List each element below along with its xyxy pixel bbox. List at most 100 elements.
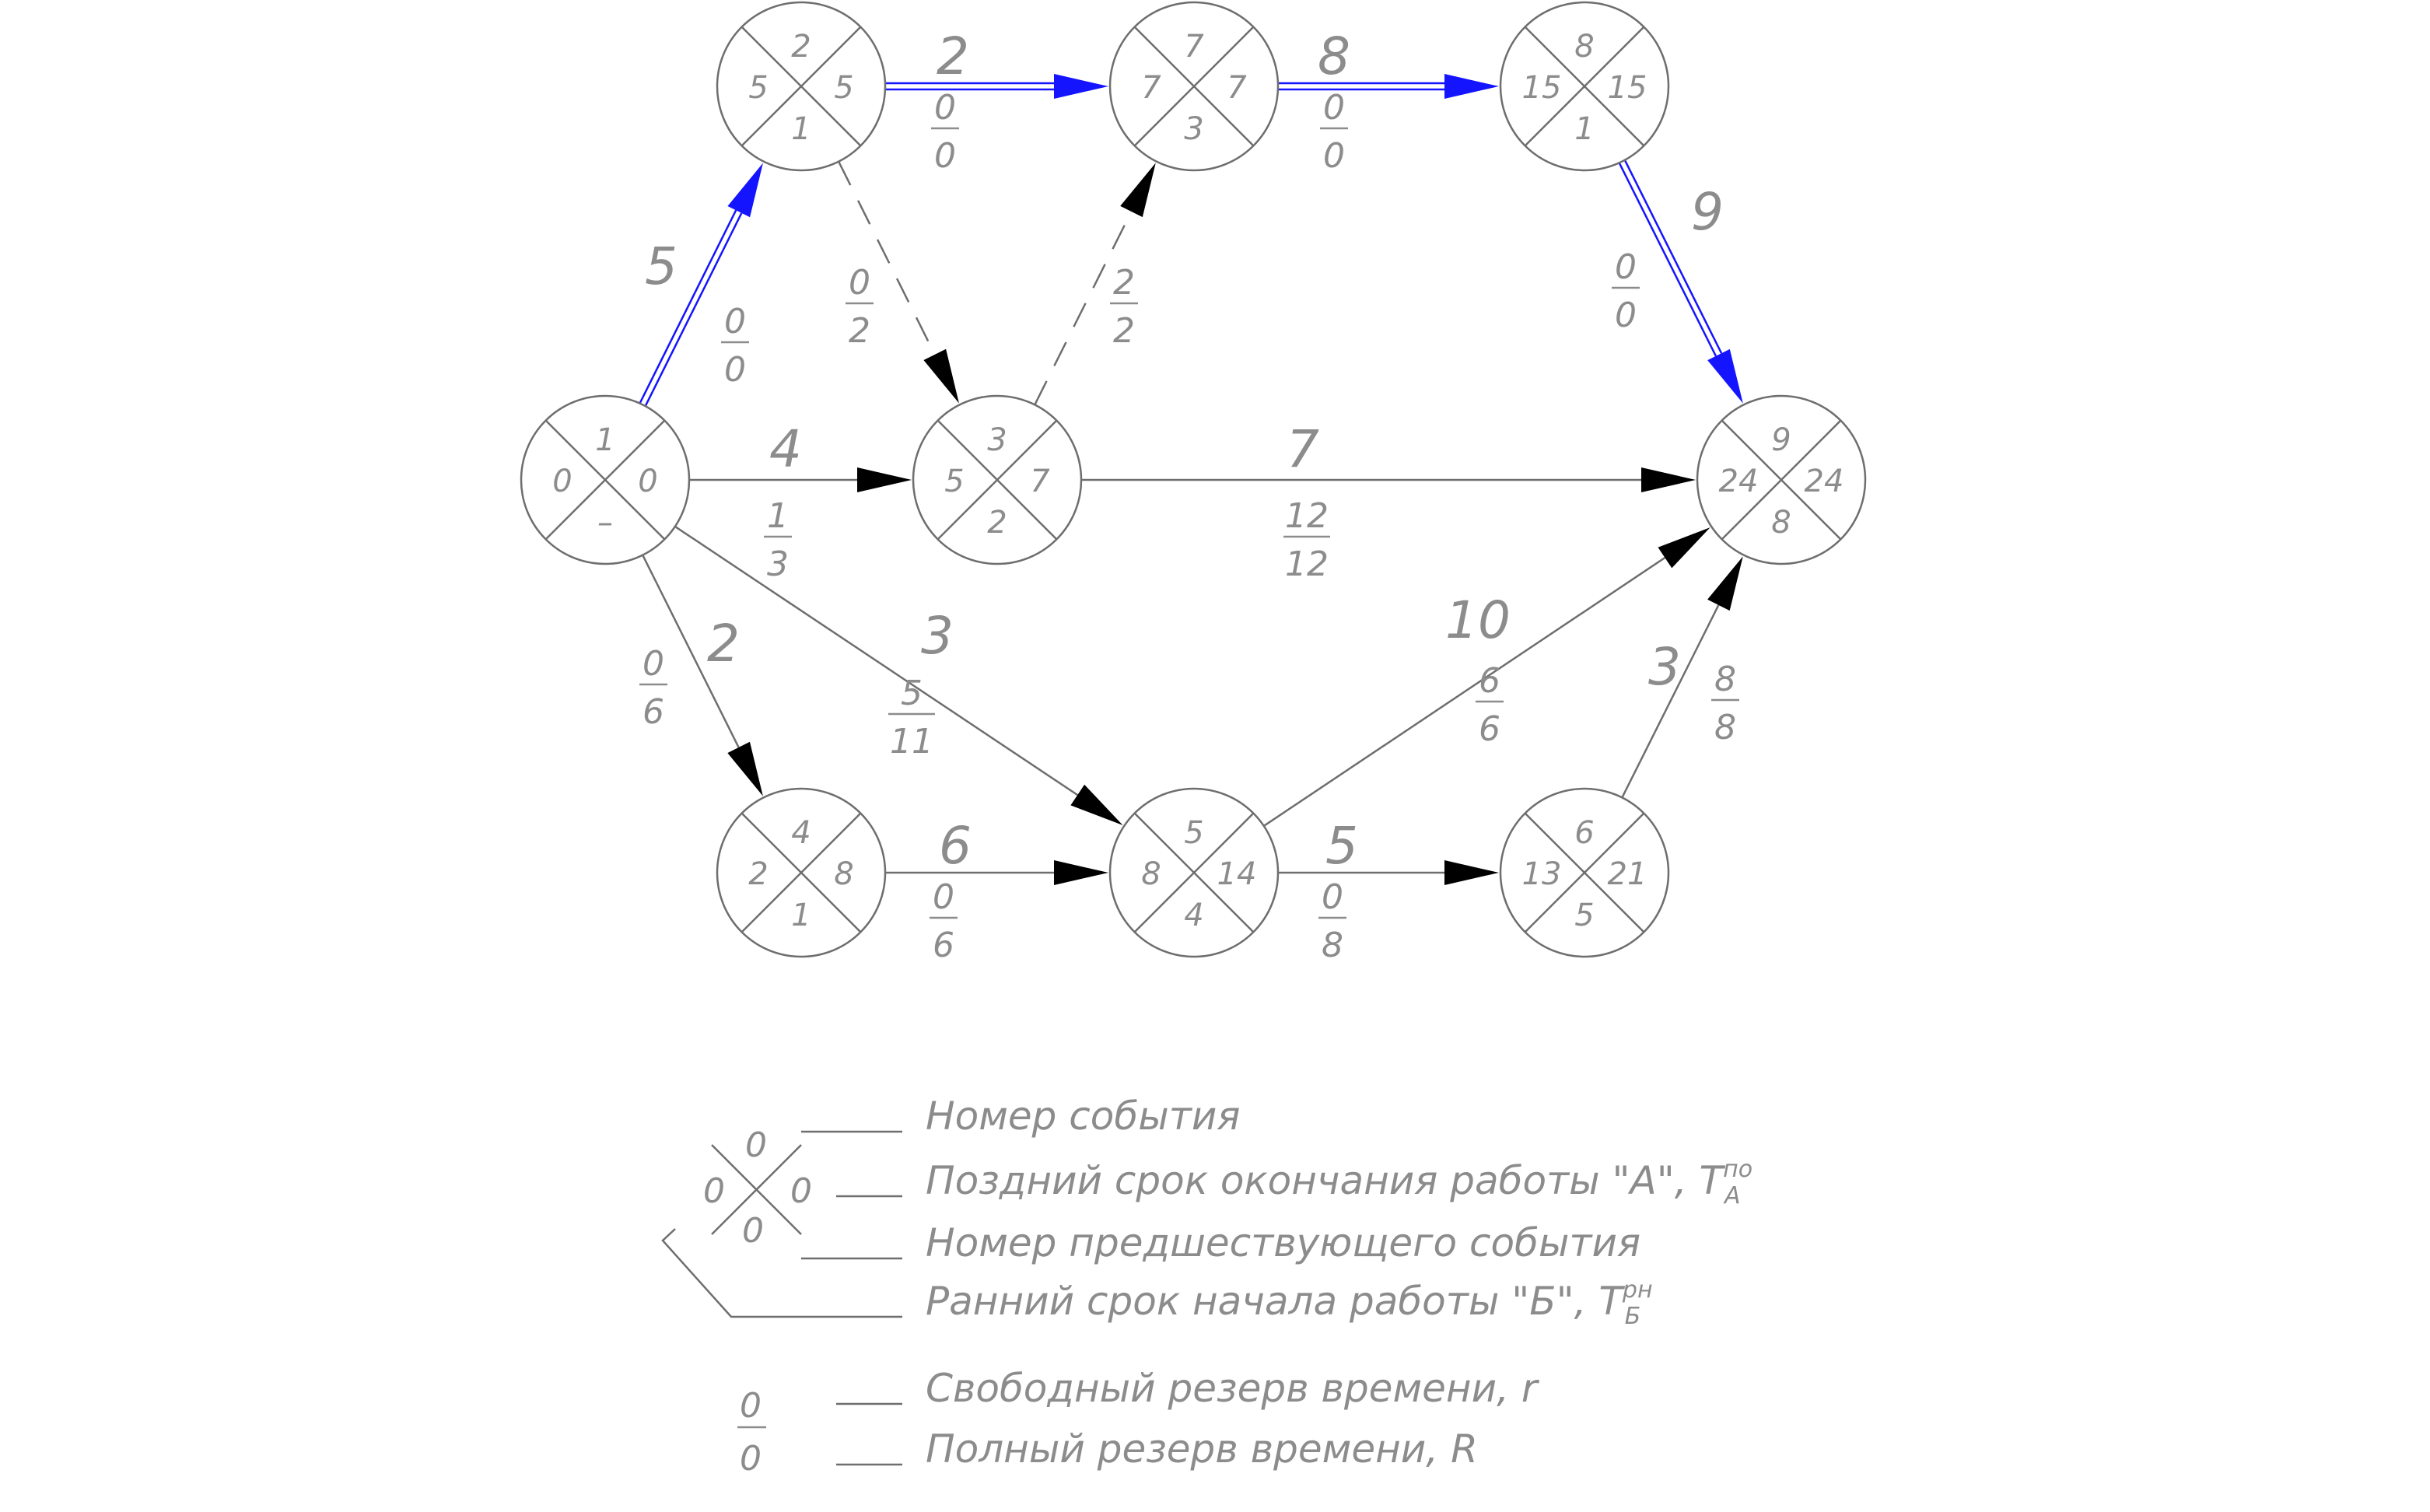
early-start: 21 <box>1608 856 1647 892</box>
total-reserve: 6 <box>1479 709 1500 749</box>
arrow-labels-layer: 5004132063511200022271212800900606508106… <box>639 26 1739 965</box>
total-reserve: 2 <box>1113 311 1135 351</box>
arrow-shaft <box>1621 604 1720 799</box>
arrow-head <box>857 467 912 492</box>
free-reserve: 0 <box>849 263 870 303</box>
arrow-head <box>1707 556 1743 611</box>
free-reserve: 8 <box>1714 660 1736 699</box>
late-finish: 13 <box>1522 856 1562 892</box>
free-reserve: 2 <box>1113 263 1135 303</box>
arrow-label-2-3: 02 <box>846 263 874 351</box>
legend-total-reserve: Полный резерв времени, R <box>926 1426 1478 1472</box>
arrow-head <box>727 741 763 796</box>
event-number: 4 <box>791 815 811 851</box>
event-cross-line <box>741 812 862 933</box>
legend-node-left: 0 <box>703 1171 725 1211</box>
arrow-label-7-8: 800 <box>1318 26 1350 176</box>
late-finish: 7 <box>1141 70 1161 106</box>
total-reserve: 3 <box>767 544 789 584</box>
legend-free-reserve: Свободный резерв времени, r <box>926 1366 1540 1411</box>
work-duration: 5 <box>645 236 678 296</box>
arrow-shaft <box>1618 162 1717 357</box>
event-cross-line <box>1721 419 1842 541</box>
arrow-shaft <box>1034 211 1133 405</box>
late-finish: 8 <box>1141 856 1161 892</box>
legend-event-number: Номер события <box>926 1094 1240 1139</box>
event-number: 5 <box>1184 815 1203 851</box>
prev-event: – <box>597 505 613 541</box>
arrow-shaft <box>838 161 936 355</box>
legend-node-right: 0 <box>790 1171 812 1211</box>
arrow-3-9 <box>1081 467 1696 492</box>
arrow-shaft <box>1263 557 1666 827</box>
arrow-head <box>1658 527 1710 569</box>
prev-event: 2 <box>987 505 1007 541</box>
early-start: 8 <box>834 856 853 892</box>
arrow-5-9 <box>1263 527 1710 827</box>
early-start: 7 <box>1030 464 1050 499</box>
arrow-label-1-3: 413 <box>764 419 802 584</box>
early-start: 15 <box>1608 70 1647 106</box>
early-start: 5 <box>834 70 853 106</box>
total-reserve: 11 <box>890 722 933 761</box>
early-start: 7 <box>1227 70 1247 106</box>
total-reserve: 12 <box>1285 544 1329 584</box>
arrow-head <box>727 163 763 218</box>
late-finish: 24 <box>1719 464 1759 499</box>
total-reserve: 8 <box>1322 926 1343 965</box>
legend-fraction-num: 0 <box>740 1386 762 1426</box>
arrow-4-5 <box>885 860 1108 885</box>
total-reserve: 6 <box>643 692 664 732</box>
legend-cross-line <box>711 1144 802 1235</box>
arrow-shaft <box>644 212 743 407</box>
arrow-head <box>1707 348 1743 404</box>
event-number: 9 <box>1771 422 1791 458</box>
legend-sample-fraction: 0 0 <box>737 1386 766 1479</box>
work-duration: 7 <box>1287 419 1319 479</box>
late-finish: 15 <box>1522 70 1562 106</box>
free-reserve: 0 <box>933 877 954 917</box>
prev-event: 3 <box>1184 111 1203 147</box>
total-reserve: 0 <box>1323 136 1345 176</box>
arrows-layer <box>639 74 1743 885</box>
work-duration: 2 <box>937 26 969 86</box>
work-duration: 2 <box>707 614 740 674</box>
event-number: 7 <box>1184 29 1204 65</box>
event-5: 58 14 4 <box>1108 787 1280 958</box>
total-reserve: 2 <box>849 311 870 351</box>
event-number: 8 <box>1574 29 1594 65</box>
arrow-3-7 <box>1034 163 1156 405</box>
arrow-head <box>1444 860 1499 885</box>
arrow-head <box>1641 467 1696 492</box>
work-duration: 4 <box>769 419 802 479</box>
arrow-head <box>1054 74 1108 99</box>
arrow-label-1-4: 206 <box>639 614 740 732</box>
arrow-shaft <box>639 209 737 404</box>
arrow-2-7 <box>885 74 1108 99</box>
legend: 0 0 0 0 Номер события Поздний срок оконч… <box>661 1094 1752 1479</box>
event-cross-line <box>1524 812 1645 933</box>
arrow-8-9 <box>1618 159 1743 404</box>
event-cross-line <box>544 419 666 541</box>
prev-event: 4 <box>1184 898 1203 933</box>
early-start: 14 <box>1217 856 1257 892</box>
total-reserve: 0 <box>934 136 956 176</box>
event-cross-line <box>1133 26 1255 147</box>
arrow-shaft <box>1623 159 1723 354</box>
arrow-label-3-7: 22 <box>1110 263 1138 351</box>
arrow-1-5 <box>674 525 1123 825</box>
arrow-1-3 <box>689 467 912 492</box>
prev-event: 1 <box>791 111 811 147</box>
event-cross-line <box>1133 812 1255 933</box>
prev-event: 1 <box>791 898 811 933</box>
work-duration: 9 <box>1691 182 1724 242</box>
free-reserve: 0 <box>1615 247 1637 287</box>
